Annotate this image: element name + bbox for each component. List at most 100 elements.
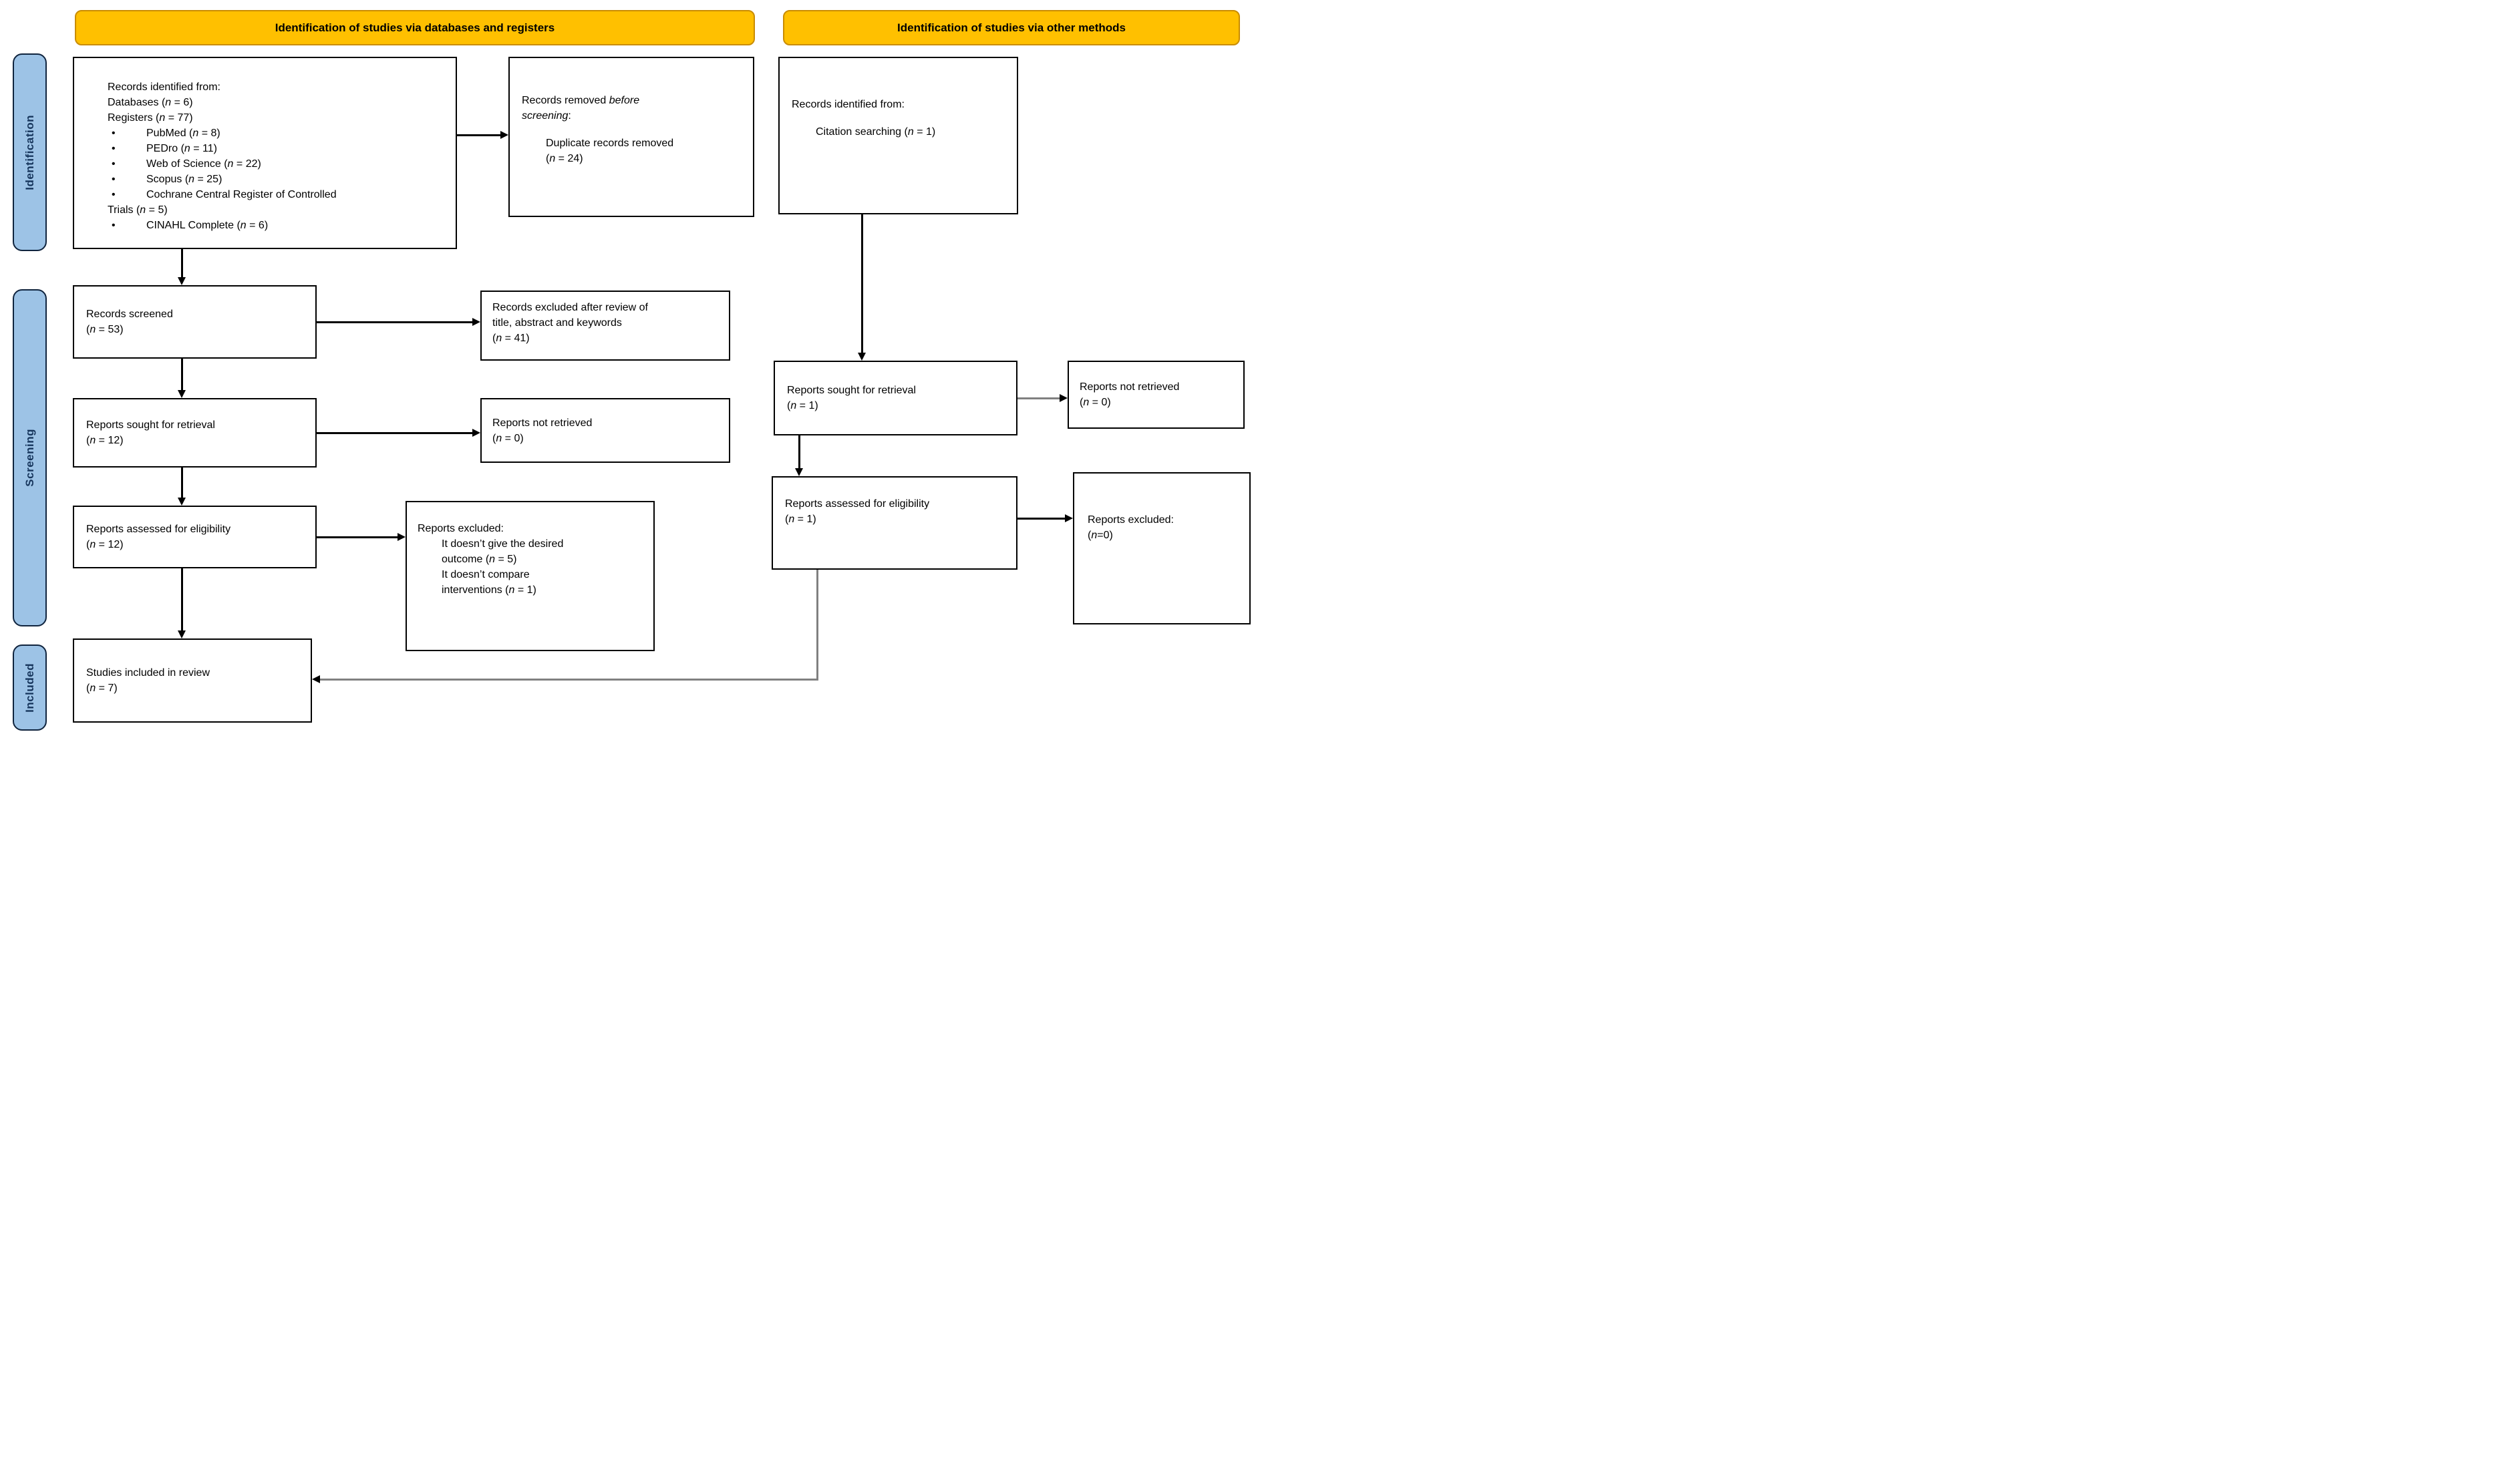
text-line: Records removed before: [522, 95, 640, 106]
text-line: Reports sought for retrieval: [787, 385, 916, 396]
text-line: CINAHL Complete (n = 6): [146, 220, 269, 231]
box-records-excluded-review: Records excluded after review of title, …: [480, 291, 730, 361]
arrow-screened-to-excluded: [317, 321, 473, 323]
stage-included: Included: [13, 644, 47, 731]
text-line: outcome (n = 5): [442, 554, 517, 565]
text-line: Records screened: [86, 309, 173, 320]
text-line: PubMed (n = 8): [146, 128, 220, 139]
arrow-other-sought-to-assessed: [798, 435, 800, 469]
text-line: (n = 12): [86, 435, 124, 446]
text-line: Web of Science (n = 22): [146, 158, 261, 170]
text-line: Reports not retrieved: [1080, 381, 1180, 393]
prisma-flow-diagram: Identification of studies via databases …: [0, 0, 1260, 740]
arrow-identified-to-removed: [457, 134, 501, 136]
text-line: Databases (n = 6): [108, 97, 193, 108]
text-line: PEDro (n = 11): [146, 143, 217, 154]
stage-identification: Identification: [13, 53, 47, 251]
bullet-line: • PEDro (n = 11): [108, 141, 449, 156]
bullet-line: • PubMed (n = 8): [108, 126, 449, 141]
arrowhead-right: [398, 533, 406, 541]
text-line: (n = 12): [86, 539, 124, 550]
header-databases-registers-label: Identification of studies via databases …: [275, 21, 555, 34]
arrowhead-right: [472, 429, 480, 437]
bullet-line: • Cochrane Central Register of Controlle…: [108, 187, 449, 202]
text-line: Records identified from:: [792, 99, 905, 110]
box-records-identified-databases: Records identified from: Databases (n = …: [73, 57, 457, 249]
box-reports-assessed-databases: Reports assessed for eligibility (n = 12…: [73, 506, 317, 568]
arrow-assessed-to-included: [181, 568, 183, 631]
arrow-sought-to-not-retrieved: [317, 432, 473, 434]
arrow-screened-to-sought: [181, 359, 183, 391]
box-records-screened: Records screened (n = 53): [73, 285, 317, 359]
arrow-other-identified-to-sought: [861, 214, 863, 353]
header-other-methods: Identification of studies via other meth…: [783, 10, 1240, 45]
text-line: Studies included in review: [86, 667, 210, 679]
text-line: (n = 1): [787, 400, 818, 411]
text-line: Reports not retrieved: [492, 417, 593, 429]
text-line: Reports sought for retrieval: [86, 419, 215, 431]
text-line: Records excluded after review of: [492, 302, 648, 313]
text-line: Reports excluded:: [1088, 514, 1174, 526]
arrowhead-down: [795, 468, 803, 476]
text-line: (n = 7): [86, 683, 118, 694]
box-reports-sought-other: Reports sought for retrieval (n = 1): [774, 361, 1017, 435]
text-line: Trials (n = 5): [108, 204, 168, 216]
connector-other-to-included: [320, 679, 818, 681]
arrow-sought-to-assessed: [181, 468, 183, 498]
text-line: Reports assessed for eligibility: [86, 524, 231, 535]
text-line: Citation searching (n = 1): [816, 126, 936, 138]
text-line: Reports excluded:: [418, 523, 504, 534]
arrow-identified-to-screened: [181, 249, 183, 279]
text-line: It doesn’t give the desired: [442, 538, 564, 550]
text-line: title, abstract and keywords: [492, 317, 622, 329]
arrowhead-down: [178, 498, 186, 506]
bullet-icon: •: [112, 220, 116, 231]
text-line: Registers (n = 77): [108, 112, 193, 124]
stage-included-label: Included: [23, 663, 36, 713]
header-databases-registers: Identification of studies via databases …: [75, 10, 755, 45]
arrow-assessed-to-excluded: [317, 536, 398, 538]
arrowhead-right: [500, 131, 508, 139]
text-line: screening:: [522, 110, 571, 122]
text-line: (n = 1): [785, 514, 816, 525]
box-records-identified-other: Records identified from: Citation search…: [778, 57, 1018, 214]
bullet-icon: •: [112, 158, 116, 170]
box-reports-not-retrieved-other: Reports not retrieved (n = 0): [1068, 361, 1245, 429]
arrowhead-down: [858, 353, 866, 361]
arrowhead-right: [1065, 514, 1073, 522]
text-line: Reports assessed for eligibility: [785, 498, 930, 510]
text-line: (n = 0): [1080, 397, 1111, 408]
stage-identification-label: Identification: [23, 114, 36, 190]
spacer: [522, 124, 746, 136]
bullet-icon: •: [112, 128, 116, 139]
arrowhead-right: [472, 318, 480, 326]
bullet-line: • CINAHL Complete (n = 6): [108, 218, 449, 233]
text-line: Duplicate records removed: [546, 138, 674, 149]
text-line: interventions (n = 1): [442, 584, 536, 596]
bullet-line: • Web of Science (n = 22): [108, 156, 449, 172]
text-line: Scopus (n = 25): [146, 174, 222, 185]
box-reports-excluded-other: Reports excluded: (n=0): [1073, 472, 1251, 624]
bullet-icon: •: [112, 174, 116, 185]
arrowhead-down: [178, 630, 186, 638]
text-line: (n=0): [1088, 530, 1113, 541]
box-reports-excluded-databases: Reports excluded: It doesn’t give the de…: [406, 501, 655, 651]
arrow-other-sought-to-not-retrieved: [1017, 397, 1060, 399]
text-line: (n = 24): [546, 153, 583, 164]
box-reports-sought-databases: Reports sought for retrieval (n = 12): [73, 398, 317, 468]
text-line: (n = 41): [492, 333, 530, 344]
box-reports-assessed-other: Reports assessed for eligibility (n = 1): [772, 476, 1017, 570]
bullet-icon: •: [112, 189, 116, 200]
box-records-removed-before-screening: Records removed before screening: Duplic…: [508, 57, 754, 217]
text-line: Cochrane Central Register of Controlled: [146, 189, 337, 200]
connector-other-assessed-down: [816, 570, 818, 680]
stage-screening-label: Screening: [23, 429, 36, 487]
text-line: Records identified from:: [108, 81, 220, 93]
arrowhead-left: [312, 675, 320, 683]
header-other-methods-label: Identification of studies via other meth…: [897, 21, 1126, 34]
text-line: (n = 0): [492, 432, 524, 444]
text-line: It doesn’t compare: [442, 569, 530, 580]
box-studies-included: Studies included in review (n = 7): [73, 638, 312, 723]
arrowhead-right: [1060, 394, 1068, 402]
stage-screening: Screening: [13, 289, 47, 626]
